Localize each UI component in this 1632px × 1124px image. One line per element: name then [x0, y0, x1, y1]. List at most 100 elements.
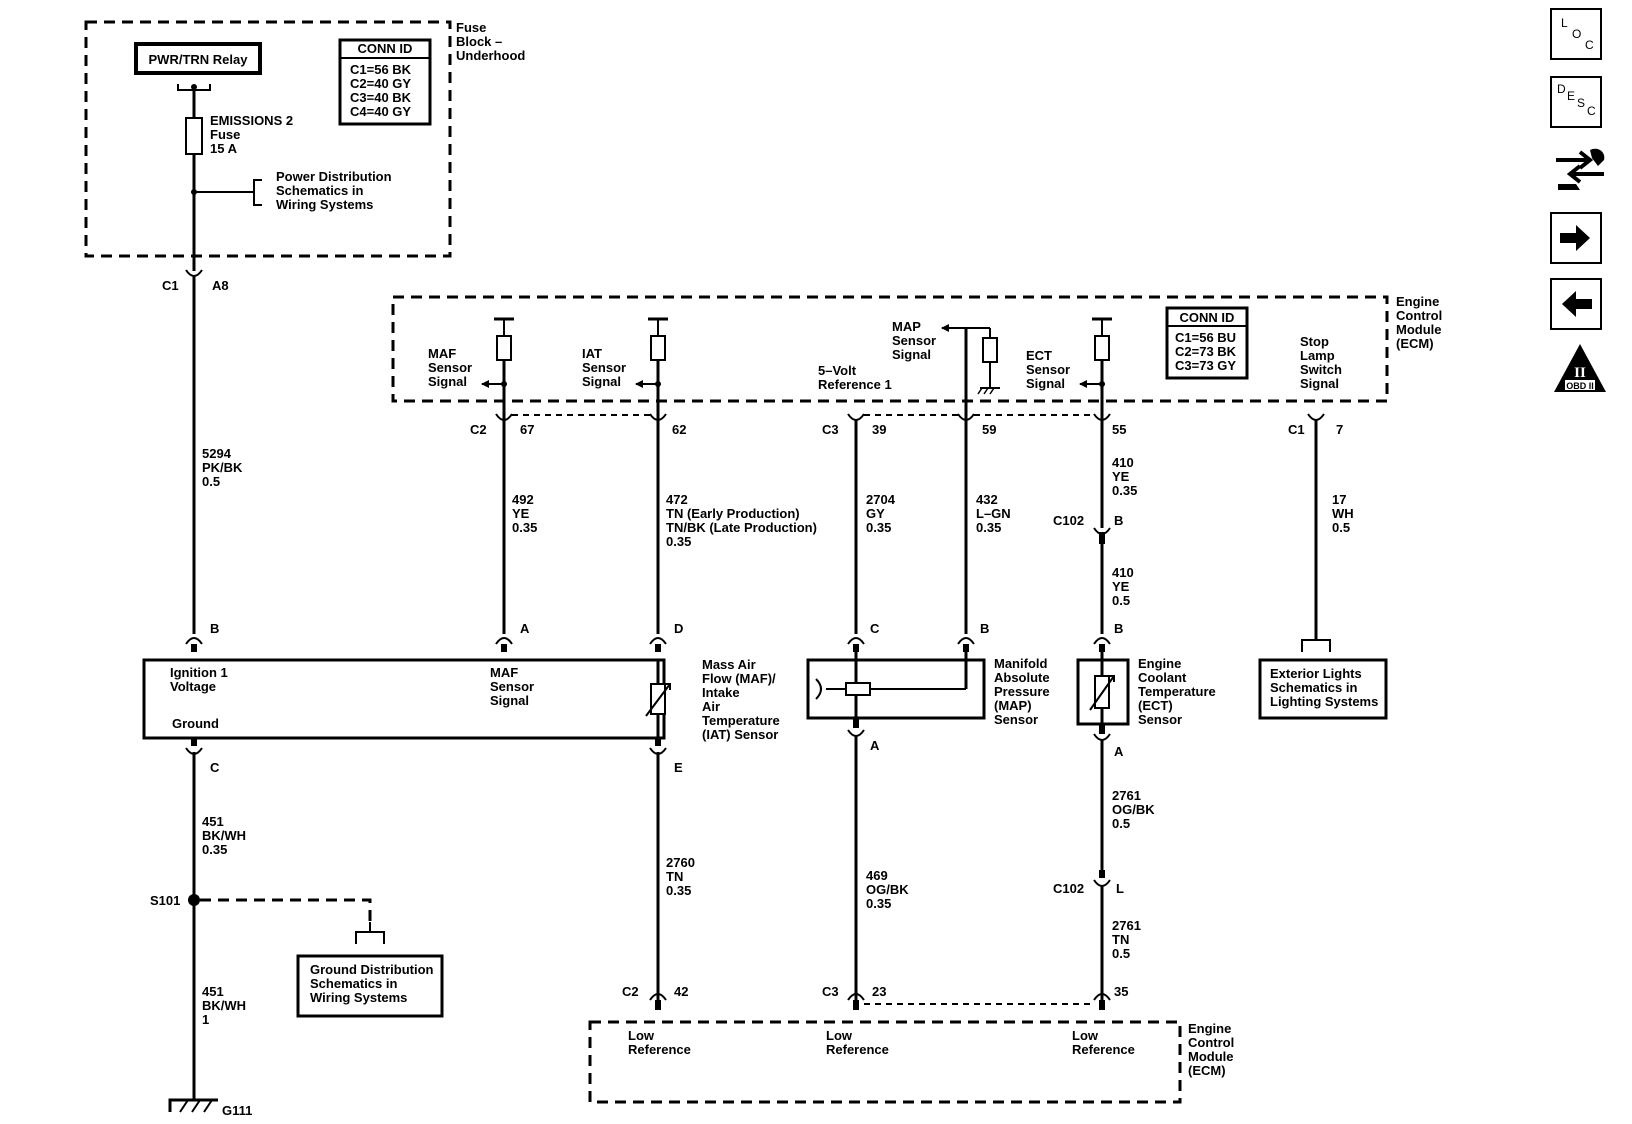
pin-55: 55 — [1112, 422, 1126, 437]
pin-map-c: C — [870, 621, 880, 636]
next-page-button[interactable] — [1550, 212, 1602, 264]
pin-35: 35 — [1114, 984, 1128, 999]
desc-letter-c: C — [1587, 104, 1596, 118]
ecm-top-boundary — [391, 295, 1389, 403]
obd-ii-button[interactable]: II OBD II — [1552, 342, 1608, 396]
obd-ii-icon: II OBD II — [1554, 344, 1606, 392]
location-button[interactable]: L O C — [1550, 8, 1602, 60]
desc-letter-d: D — [1557, 82, 1566, 96]
wrench-arrows-icon — [1556, 148, 1605, 190]
pin-maf-b: B — [210, 621, 219, 636]
desc-letter-e: E — [1567, 89, 1576, 103]
pin-62: 62 — [672, 422, 686, 437]
map-transducer-symbol — [845, 682, 871, 696]
pin-maf-a: A — [520, 621, 530, 636]
ground-distribution-ref — [296, 954, 444, 1018]
fuse-block-conn-id — [338, 38, 432, 126]
obd-roman-numeral: II — [1574, 365, 1586, 381]
pin-maf-c: C — [210, 760, 220, 775]
maf-iat-sensor-box — [142, 658, 666, 740]
loc-letter-c: C — [1585, 38, 1594, 52]
obd-ii-text: OBD II — [1566, 381, 1594, 391]
pin-maf-d: D — [674, 621, 683, 636]
pwr-trn-relay-box — [134, 42, 262, 75]
exterior-lights-ref — [1258, 658, 1388, 720]
pin-maf-e: E — [674, 760, 683, 775]
pwr-trn-relay-label: PWR/TRN Relay — [149, 52, 249, 67]
pin-39: 39 — [872, 422, 886, 437]
pin-67: 67 — [520, 422, 534, 437]
loc-letter-l: L — [1561, 16, 1568, 30]
conn-c2-top: C2 — [470, 422, 487, 437]
conn-c102-top: C102 — [1053, 513, 1084, 528]
conn-c3-bottom: C3 — [822, 984, 839, 999]
ecm-bottom-boundary — [588, 1020, 1182, 1104]
conn-c102-bottom: C102 — [1053, 881, 1084, 896]
pin-23: 23 — [872, 984, 886, 999]
previous-page-button[interactable] — [1550, 278, 1602, 330]
pin-l-c102: L — [1116, 881, 1124, 896]
pin-a8: A8 — [212, 278, 229, 293]
ground-g111-symbol — [168, 1098, 218, 1112]
pin-b-c102: B — [1114, 513, 1123, 528]
conn-c1-fuse: C1 — [162, 278, 179, 293]
ground-g111-label: G111 — [222, 1103, 252, 1118]
splice-s101-label: S101 — [150, 893, 180, 908]
pin-ect-b: B — [1114, 621, 1123, 636]
pin-ect-a: A — [1114, 744, 1124, 759]
conn-c1-ecm: C1 — [1288, 422, 1305, 437]
pin-42: 42 — [674, 984, 688, 999]
description-button[interactable]: D E S C — [1550, 76, 1602, 128]
related-info-button[interactable] — [1552, 144, 1608, 194]
loc-letter-o: O — [1572, 27, 1582, 41]
maf-ground-label: Ground — [172, 716, 219, 731]
arrow-left-icon — [1562, 291, 1592, 317]
conn-c3-top: C3 — [822, 422, 839, 437]
arrow-right-icon — [1560, 225, 1590, 251]
fuse-block-boundary — [84, 20, 452, 258]
conn-c2-bottom: C2 — [622, 984, 639, 999]
ecm-conn-id-title: CONN ID — [1180, 310, 1235, 325]
pin-59: 59 — [982, 422, 996, 437]
pin-map-b: B — [980, 621, 989, 636]
conn-id-title: CONN ID — [358, 41, 413, 56]
ecm-conn-id — [1165, 306, 1249, 380]
pin-map-a: A — [870, 738, 880, 753]
splice-s101-dot — [188, 894, 200, 906]
